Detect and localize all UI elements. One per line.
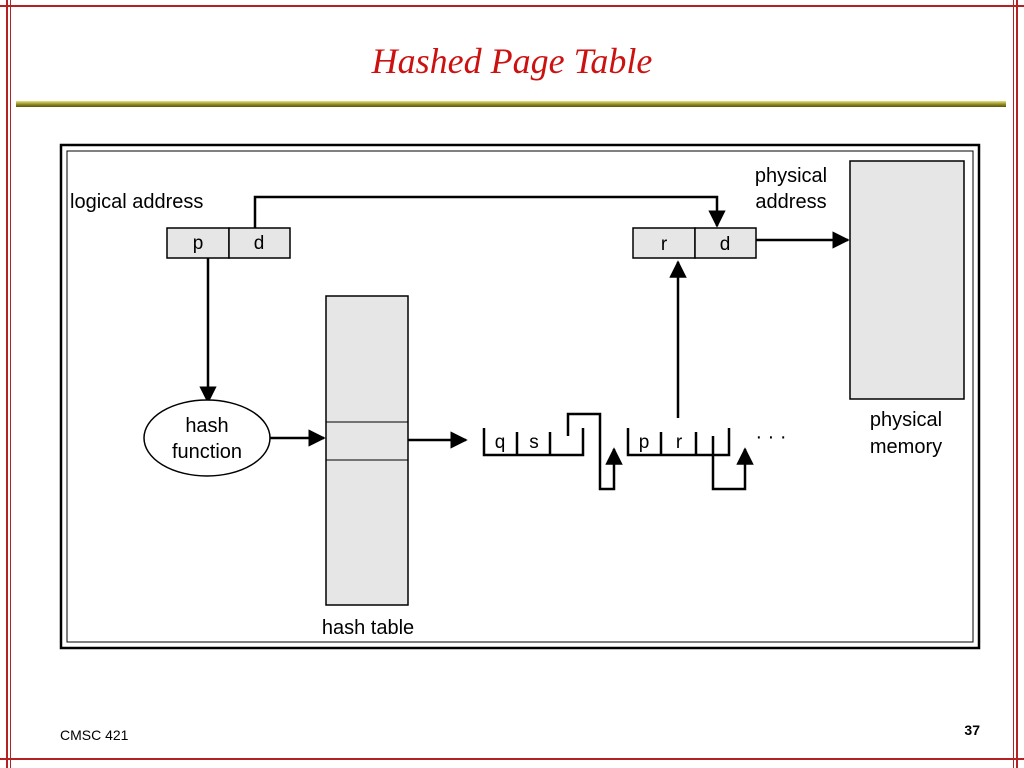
physical-memory-label-line2: memory	[870, 436, 942, 458]
chain-entry-1-value: s	[529, 432, 539, 453]
frame-right-outer	[1016, 0, 1018, 768]
chain-entry-2	[626, 428, 754, 491]
physical-d-label: d	[720, 234, 731, 255]
physical-address-label-line1: physical	[755, 165, 827, 187]
logical-p-label: p	[193, 233, 204, 254]
logical-d-label: d	[254, 233, 265, 254]
hash-function-label-line1: hash	[185, 415, 228, 437]
page-number: 37	[964, 722, 980, 738]
figure-inner-border	[66, 150, 974, 643]
physical-d-box	[694, 227, 757, 259]
physical-memory-box	[849, 160, 965, 400]
physical-r-box	[632, 227, 696, 259]
chain-entry-2-value: r	[676, 432, 683, 453]
offset-arrow	[253, 195, 726, 228]
logical-address-label: logical address	[70, 191, 203, 213]
hash-table-box	[325, 295, 409, 606]
frame-left-inner	[10, 0, 11, 768]
frame-left-outer	[6, 0, 8, 768]
hash-function-label-line2: function	[172, 441, 242, 463]
footer-course: CMSC 421	[60, 727, 129, 743]
slide-title: Hashed Page Table	[371, 41, 653, 81]
frame-right-inner	[1013, 0, 1014, 768]
figure-outer-border	[59, 143, 981, 650]
hash-function-ellipse	[143, 399, 271, 477]
logical-d-box	[228, 227, 291, 259]
chain-ellipsis: · · ·	[755, 426, 786, 448]
hash-table-label: hash table	[322, 617, 414, 639]
physical-r-label: r	[661, 234, 668, 255]
physical-address-label-line2: address	[755, 191, 826, 213]
chain-entry-1	[482, 412, 623, 491]
chain-entry-1-key: q	[495, 432, 506, 453]
chain-entry-2-key: p	[639, 432, 650, 453]
frame-top	[0, 5, 1024, 7]
physical-memory-label-line1: physical	[870, 409, 942, 431]
frame-bottom	[0, 758, 1024, 760]
title-rule	[16, 101, 1006, 107]
